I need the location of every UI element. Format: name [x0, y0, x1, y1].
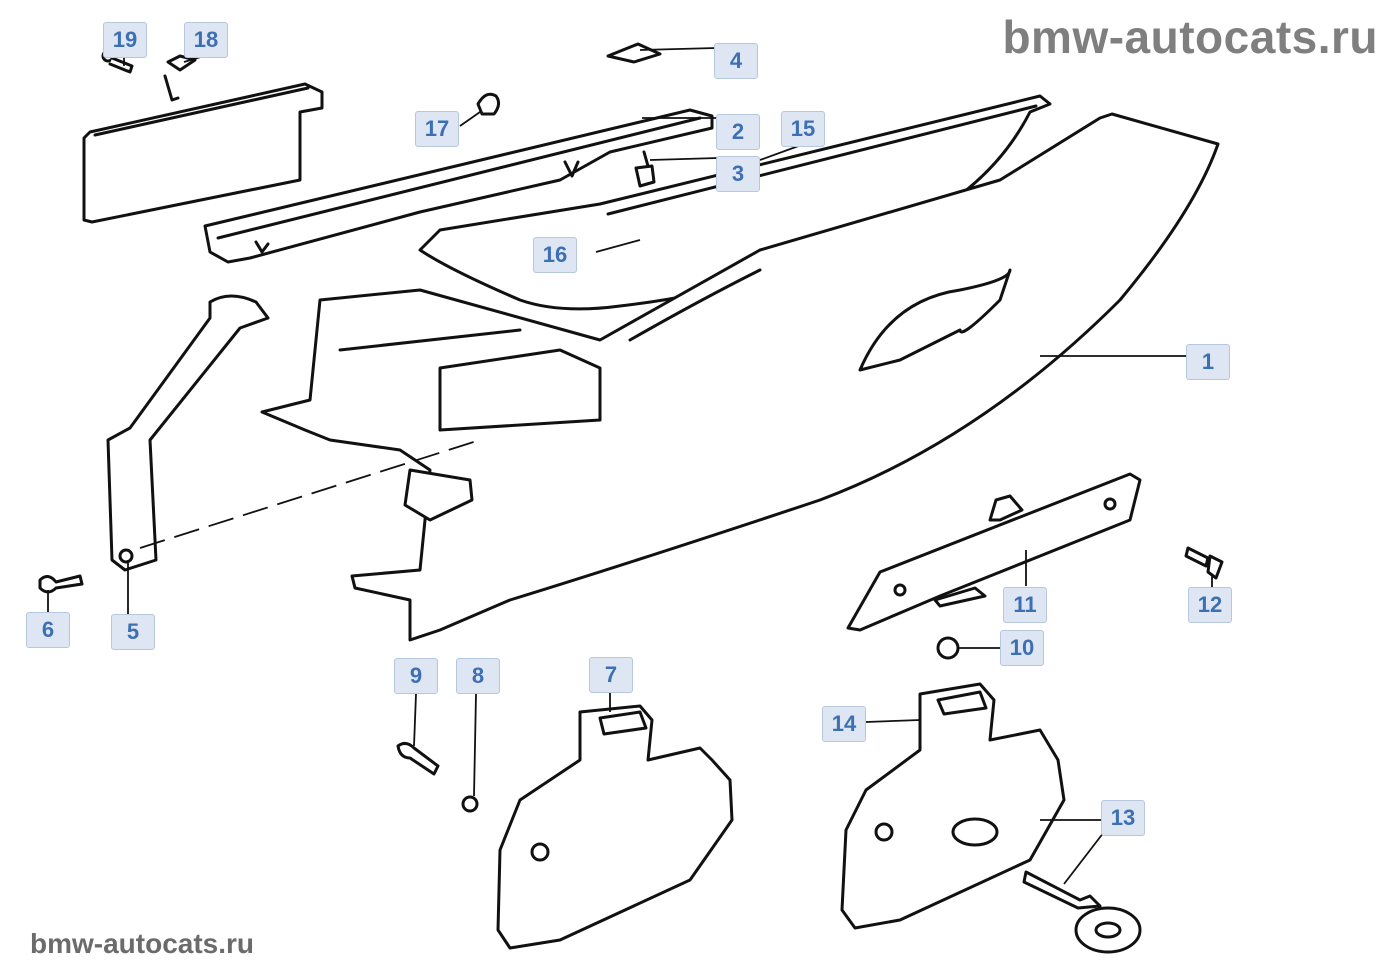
callout-19[interactable]: 19	[103, 22, 147, 58]
glove-box-shell-drawing	[260, 112, 1220, 642]
callout-5[interactable]: 5	[111, 614, 155, 650]
cover-panel-drawing	[82, 54, 324, 224]
callout-9[interactable]: 9	[394, 658, 438, 694]
cap-nut-drawing	[476, 92, 501, 116]
spring-nut-drawing	[606, 42, 662, 64]
key-drawing	[1022, 870, 1142, 954]
striker-plate-drawing	[846, 472, 1142, 632]
screw-9-drawing	[396, 741, 440, 776]
callout-15[interactable]: 15	[781, 111, 825, 147]
callout-17[interactable]: 17	[415, 111, 459, 147]
lock-assembly-14-drawing	[840, 682, 1066, 930]
watermark-top: bmw-autocats.ru	[1002, 11, 1378, 63]
watermark-bottom: bmw-autocats.ru	[30, 928, 255, 959]
callout-7[interactable]: 7	[589, 657, 633, 693]
leader-4	[639, 47, 717, 51]
callout-11[interactable]: 11	[1003, 587, 1047, 623]
top-rail-drawing	[203, 108, 714, 264]
dash-line	[139, 439, 481, 549]
stay-bracket-drawing	[106, 294, 270, 572]
callout-4[interactable]: 4	[714, 43, 758, 79]
callout-13[interactable]: 13	[1101, 800, 1145, 836]
callout-14[interactable]: 14	[822, 706, 866, 742]
callout-6[interactable]: 6	[26, 612, 70, 648]
grommet-drawing	[634, 150, 656, 188]
leader-16	[595, 239, 641, 253]
leader-8	[473, 693, 477, 797]
callout-2[interactable]: 2	[716, 114, 760, 150]
nut-drawing	[936, 636, 960, 660]
lock-assembly-7-drawing	[496, 704, 734, 950]
callout-10[interactable]: 10	[1000, 630, 1044, 666]
callout-1[interactable]: 1	[1186, 344, 1230, 380]
rivet-drawing	[38, 574, 84, 594]
callout-16[interactable]: 16	[533, 237, 577, 273]
leader-9	[413, 693, 417, 747]
callout-3[interactable]: 3	[716, 156, 760, 192]
callout-12[interactable]: 12	[1188, 587, 1232, 623]
callout-8[interactable]: 8	[456, 658, 500, 694]
leader-13b	[1063, 831, 1105, 885]
washer-drawing	[461, 795, 479, 813]
screw-12-drawing	[1184, 546, 1224, 580]
callout-18[interactable]: 18	[184, 22, 228, 58]
leader-14	[865, 719, 921, 723]
leader-3	[649, 157, 719, 161]
leader-17	[459, 111, 481, 127]
